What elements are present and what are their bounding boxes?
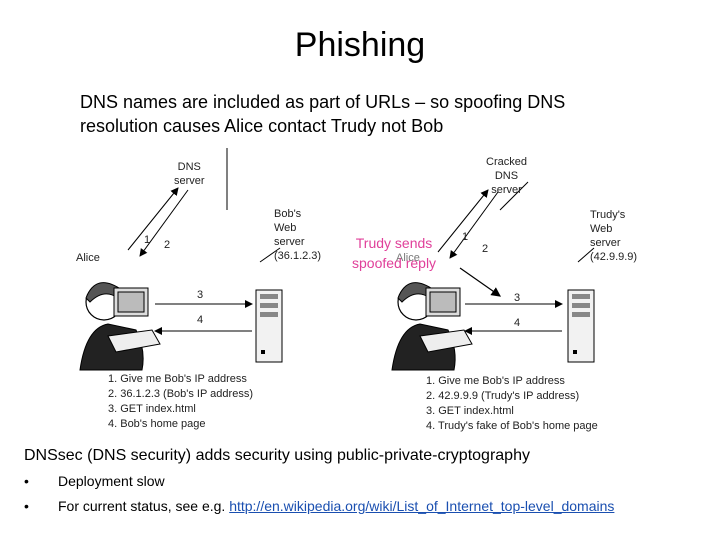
right-server-leader: [577, 247, 595, 263]
right-web-server: [567, 289, 595, 363]
left-server-leader: [259, 247, 281, 263]
dnssec-statement: DNSsec (DNS security) adds security usin…: [24, 447, 530, 464]
intro-line-1: DNS names are included as part of URLs –…: [80, 92, 566, 112]
bullet-marker: •: [24, 473, 29, 489]
left-arrow-1-label: 1: [144, 234, 151, 246]
trudy-callout: Trudy sends spoofed reply: [352, 233, 436, 273]
right-steps-list: 1. Give me Bob's IP address 2. 42.9.9.9 …: [426, 374, 598, 434]
diagram-graphics: [79, 148, 595, 371]
left-server-label: Bob's Web server (36.1.2.3): [274, 208, 322, 262]
right-alice-figure: [391, 282, 473, 371]
left-step: 3. GET index.html: [108, 403, 196, 415]
left-dns-label: DNS server: [174, 161, 205, 187]
right-arrow-4-label: 4: [514, 317, 521, 329]
intro-line-2: resolution causes Alice contact Trudy no…: [80, 116, 444, 136]
bullet-item: • Deployment slow: [24, 473, 165, 489]
trudy-callout-line-1: Trudy sends: [355, 235, 433, 251]
left-steps-list: 1. Give me Bob's IP address 2. 36.1.2.3 …: [108, 372, 253, 432]
right-arrow-2: [449, 191, 499, 259]
right-server-label: Trudy's Web server (42.9.9.9): [590, 209, 638, 263]
bullet-text: For current status, see e.g.: [58, 498, 230, 514]
left-arrow-2-label: 2: [164, 239, 171, 251]
left-arrow-3-label: 3: [197, 289, 204, 301]
left-arrow-1: [127, 187, 179, 251]
left-arrow-2: [139, 189, 189, 257]
left-step: 1. Give me Bob's IP address: [108, 373, 247, 385]
right-arrow-1: [437, 189, 489, 253]
right-alice-label: Alice: [396, 252, 420, 264]
right-arrow-2-label: 2: [482, 243, 489, 255]
left-step: 2. 36.1.2.3 (Bob's IP address): [108, 388, 253, 400]
left-arrow-4-label: 4: [197, 314, 204, 326]
right-step: 1. Give me Bob's IP address: [426, 375, 565, 387]
bullet-marker: •: [24, 498, 29, 514]
right-dns-label: Cracked DNS server: [486, 156, 527, 196]
right-step: 4. Trudy's fake of Bob's home page: [426, 420, 598, 432]
bullet-item: • For current status, see e.g. http://en.…: [24, 498, 614, 514]
left-step: 4. Bob's home page: [108, 418, 206, 430]
right-dns-pole: [499, 181, 529, 211]
slide-title: Phishing: [294, 26, 426, 64]
right-step: 3. GET index.html: [426, 405, 514, 417]
tld-list-link[interactable]: http://en.wikipedia.org/wiki/List_of_Int…: [229, 498, 615, 514]
right-step: 2. 42.9.9.9 (Trudy's IP address): [426, 390, 580, 402]
bullet-text: Deployment slow: [58, 473, 165, 489]
dns-spoof-diagram: DNS server Alice Bob's Web server (36.1.…: [60, 140, 660, 440]
left-alice-label: Alice: [76, 252, 100, 264]
right-arrow-3-label: 3: [514, 292, 521, 304]
callout-pointer: [459, 267, 501, 297]
intro-text: DNS names are included as part of URLs –…: [80, 90, 680, 138]
left-web-server: [255, 289, 283, 363]
right-arrow-1-label: 1: [462, 231, 469, 243]
trudy-callout-line-2: spoofed reply: [352, 255, 437, 271]
left-alice-figure: [79, 282, 161, 371]
